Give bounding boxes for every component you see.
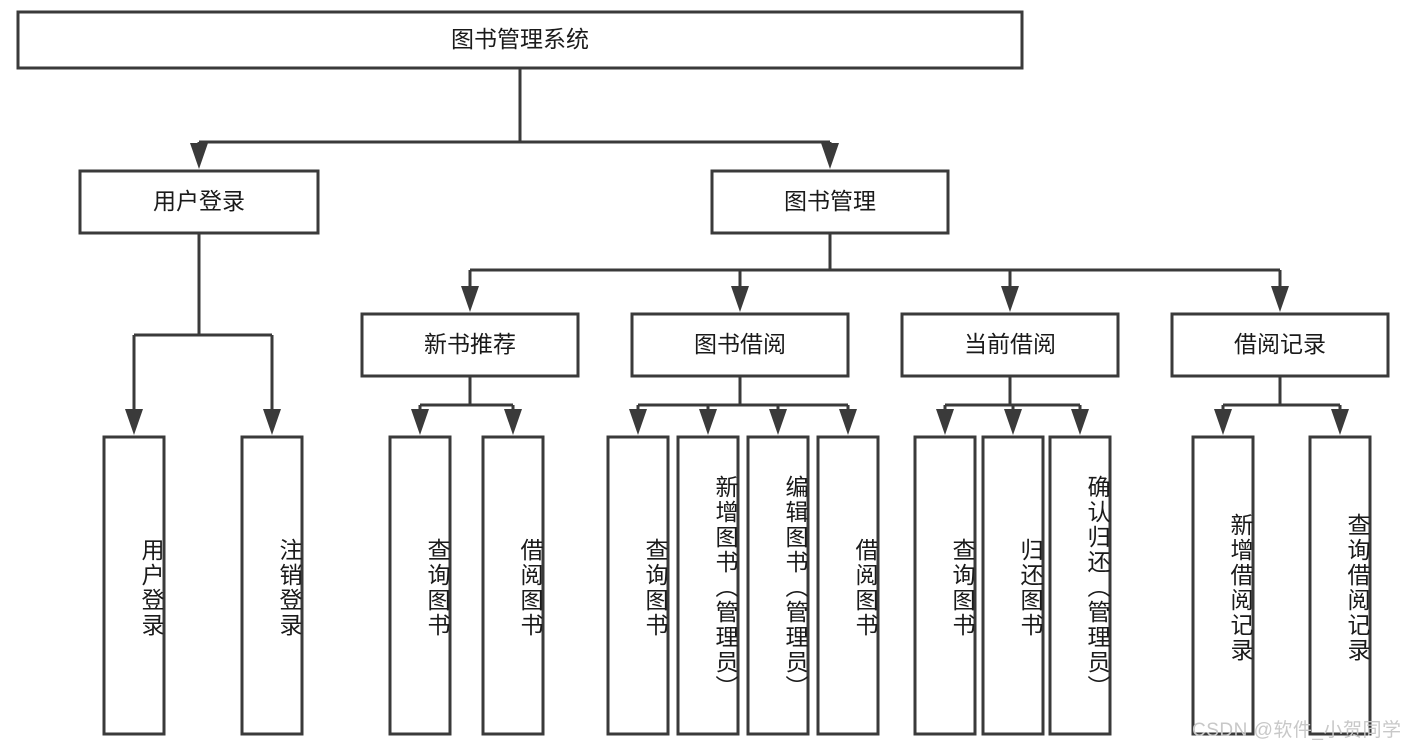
node-box-root bbox=[16, 10, 1024, 70]
arrowhead-to-book-manage bbox=[821, 143, 839, 169]
node-label-book-manage: 图书管理 bbox=[784, 188, 876, 214]
node-box-leaf-user-login bbox=[102, 435, 166, 736]
arrowhead-to-leaf-confirm-return bbox=[1071, 409, 1089, 435]
node-box-leaf-user-logout bbox=[240, 435, 304, 736]
arrowhead-to-new-book-rec bbox=[461, 286, 479, 312]
node-box-leaf-confirm-return bbox=[1048, 435, 1112, 736]
arrowhead-to-leaf-query-book-2 bbox=[629, 409, 647, 435]
node-box-leaf-query-book-2 bbox=[606, 435, 670, 736]
arrowhead-to-book-borrow bbox=[731, 286, 749, 312]
arrowhead-to-current-borrow bbox=[1001, 286, 1019, 312]
node-box-leaf-borrow-book-2 bbox=[816, 435, 880, 736]
node-label-root: 图书管理系统 bbox=[451, 26, 589, 52]
node-label-book-borrow: 图书借阅 bbox=[694, 331, 786, 357]
arrowhead-to-user-login bbox=[190, 143, 208, 169]
arrowhead-to-leaf-user-logout bbox=[263, 409, 281, 435]
csdn-watermark: CSDN @软件_小贺同学 bbox=[1192, 720, 1402, 741]
node-box-current-borrow bbox=[900, 312, 1120, 378]
arrowhead-to-leaf-query-book-3 bbox=[936, 409, 954, 435]
arrowhead-to-borrow-record bbox=[1271, 286, 1289, 312]
node-box-leaf-query-book-3 bbox=[913, 435, 977, 736]
arrowhead-to-leaf-query-book-1 bbox=[411, 409, 429, 435]
arrowhead-to-leaf-add-book bbox=[699, 409, 717, 435]
node-box-leaf-add-record bbox=[1191, 435, 1255, 736]
node-box-borrow-record bbox=[1170, 312, 1390, 378]
node-label-current-borrow: 当前借阅 bbox=[964, 331, 1056, 357]
node-box-leaf-query-book-1 bbox=[388, 435, 452, 736]
node-box-leaf-return-book bbox=[981, 435, 1045, 736]
node-box-new-book-rec bbox=[360, 312, 580, 378]
node-box-leaf-borrow-book-1 bbox=[481, 435, 545, 736]
node-box-book-manage bbox=[710, 169, 950, 235]
arrowhead-to-leaf-edit-book bbox=[769, 409, 787, 435]
node-label-user-login: 用户登录 bbox=[153, 188, 245, 214]
connector-lines bbox=[125, 68, 1349, 435]
node-box-leaf-add-book bbox=[676, 435, 740, 736]
arrowhead-to-leaf-return-book bbox=[1004, 409, 1022, 435]
arrowhead-to-leaf-borrow-book-2 bbox=[839, 409, 857, 435]
node-box-book-borrow bbox=[630, 312, 850, 378]
arrowhead-to-leaf-query-record bbox=[1331, 409, 1349, 435]
node-boxes bbox=[16, 10, 1390, 736]
arrowhead-to-leaf-borrow-book-1 bbox=[504, 409, 522, 435]
node-box-user-login bbox=[78, 169, 320, 235]
node-label-new-book-rec: 新书推荐 bbox=[424, 331, 516, 357]
arrowhead-to-leaf-add-record bbox=[1214, 409, 1232, 435]
node-label-borrow-record: 借阅记录 bbox=[1234, 331, 1326, 357]
arrowhead-to-leaf-user-login bbox=[125, 409, 143, 435]
node-box-leaf-edit-book bbox=[746, 435, 810, 736]
node-box-leaf-query-record bbox=[1308, 435, 1372, 736]
